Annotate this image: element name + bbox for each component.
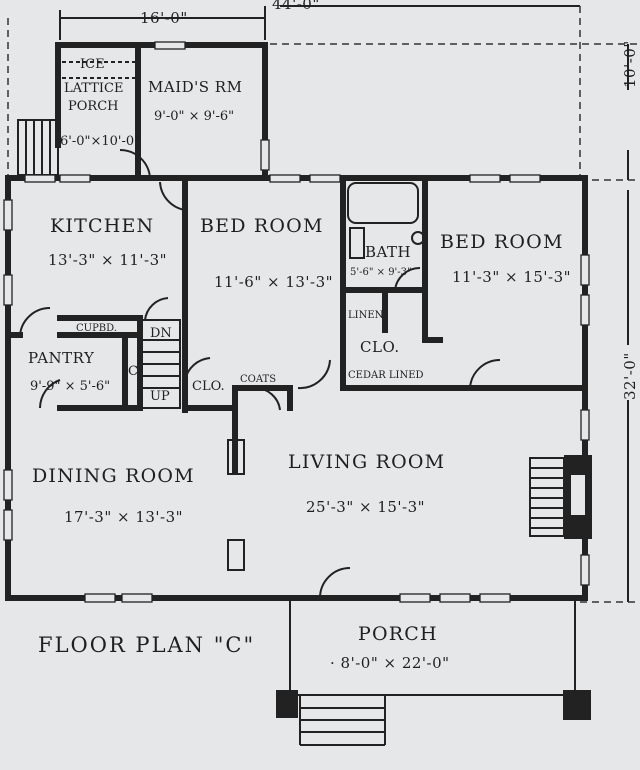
- stairs: [141, 319, 181, 409]
- door-swings: [19, 148, 501, 599]
- porch-name: PORCH: [358, 623, 438, 645]
- cupboard-label: CUPBD.: [76, 323, 117, 334]
- dim-overall-depth: 32'-0": [621, 352, 639, 400]
- kitchen-size: 13'-3" × 11'-3": [48, 251, 167, 269]
- maids-room-size: 9'-0" × 9'-6": [154, 109, 234, 124]
- closet-label: CLO.: [192, 379, 225, 394]
- cedar-closet-name: CLO.: [360, 338, 400, 356]
- bath-name: BATH: [365, 243, 411, 261]
- dim-rear-width: 16'-0": [140, 9, 188, 27]
- cedar-closet-note: CEDAR LINED: [348, 370, 424, 381]
- bed-room-1-size: 11'-6" × 13'-3": [214, 273, 333, 291]
- lattice-porch-size: 6'-0"×10'-0": [60, 134, 140, 149]
- lattice-porch-name-line1: LATTICE: [64, 81, 123, 96]
- dimension-lines: [7, 5, 640, 603]
- dim-rear-depth: 10'-0": [621, 40, 639, 88]
- fireplace: [529, 455, 592, 539]
- dining-room-size: 17'-3" × 13'-3": [64, 508, 183, 526]
- lattice-porch-name-line2: PORCH: [68, 99, 118, 114]
- bed-room-2-name: BED ROOM: [440, 231, 564, 253]
- kitchen-name: KITCHEN: [50, 215, 154, 237]
- bed-room-2-size: 11'-3" × 15'-3": [452, 268, 571, 286]
- pantry-size: 9'-9" × 5'-6": [30, 379, 110, 394]
- linen-label: LINEN: [348, 310, 384, 321]
- living-room-name: LIVING ROOM: [288, 451, 445, 473]
- bed-room-1-name: BED ROOM: [200, 215, 324, 237]
- dining-room-name: DINING ROOM: [32, 465, 195, 487]
- living-room-size: 25'-3" × 15'-3": [306, 498, 425, 516]
- ice-label: ICE: [80, 57, 105, 72]
- back-steps: [17, 119, 59, 176]
- porch: [276, 598, 591, 746]
- plan-title: FLOOR PLAN "C": [38, 633, 255, 657]
- bath-size: 5'-6" × 9'-3": [350, 267, 412, 278]
- stair-down-label: DN: [150, 326, 172, 341]
- coats-label: COATS: [240, 374, 276, 385]
- dim-overall-width: 44'-0": [272, 0, 320, 13]
- windows: [3, 41, 590, 603]
- pantry-name: PANTRY: [28, 349, 95, 367]
- maids-room-name: MAID'S RM: [148, 78, 242, 96]
- bath-fixtures: [347, 182, 425, 259]
- porch-size: · 8'-0" × 22'-0": [330, 654, 450, 672]
- stair-up-label: UP: [150, 389, 170, 404]
- pantry-mark: C: [128, 364, 138, 379]
